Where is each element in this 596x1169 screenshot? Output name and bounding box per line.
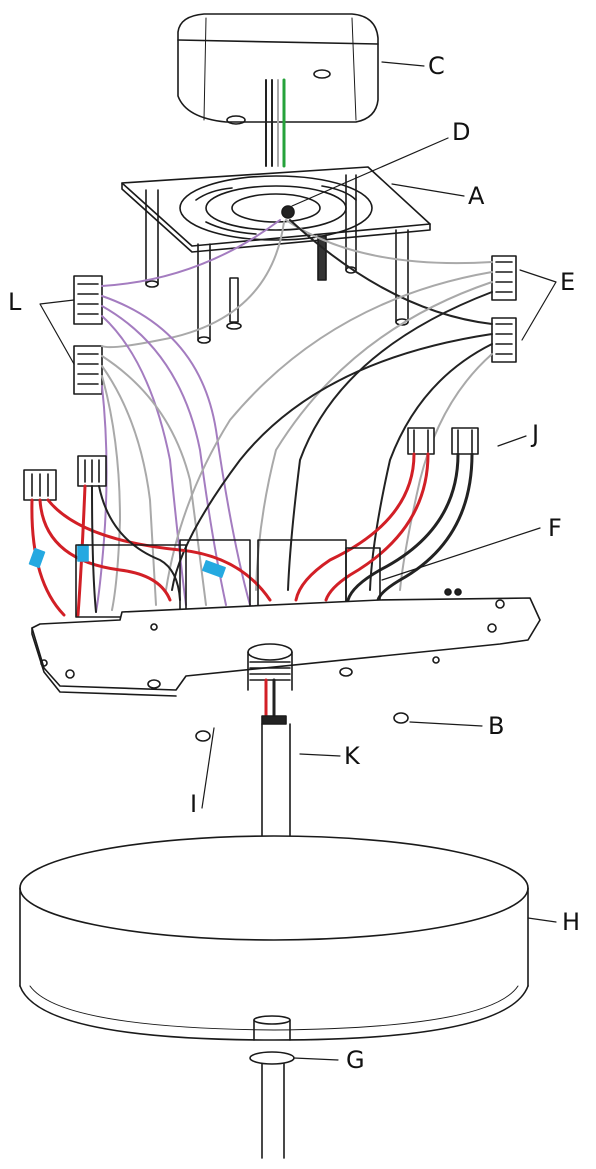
plate-wires <box>101 219 493 349</box>
callout-label-g: G <box>346 1046 365 1074</box>
callout-label-b: B <box>488 712 505 740</box>
driver-tray-F <box>31 539 541 697</box>
callout-label-f: F <box>548 514 562 542</box>
callout-leader-lines <box>39 61 557 1061</box>
callout-label-l: L <box>8 288 22 316</box>
wire-connectors-L <box>73 275 103 395</box>
callout-label-h: H <box>562 908 581 936</box>
wire-connectors-E <box>491 255 517 363</box>
driver-wires <box>95 271 493 613</box>
callout-label-k: K <box>344 742 360 770</box>
connectors-J <box>294 427 479 602</box>
threaded-nipple-I <box>247 643 293 725</box>
canopy-H <box>19 835 529 1041</box>
callout-label-e: E <box>560 268 576 296</box>
callout-label-i: I <box>190 790 198 818</box>
supply-wires <box>265 78 286 168</box>
screws-B <box>195 712 409 742</box>
tube-K <box>261 723 291 837</box>
junction-box-C <box>177 13 379 125</box>
callout-label-a: A <box>468 182 485 210</box>
mounting-plate-A <box>121 166 431 344</box>
stem-G <box>249 1015 295 1159</box>
callout-label-d: D <box>452 118 471 146</box>
callout-label-c: C <box>428 52 445 80</box>
callout-label-j: J <box>532 420 540 448</box>
